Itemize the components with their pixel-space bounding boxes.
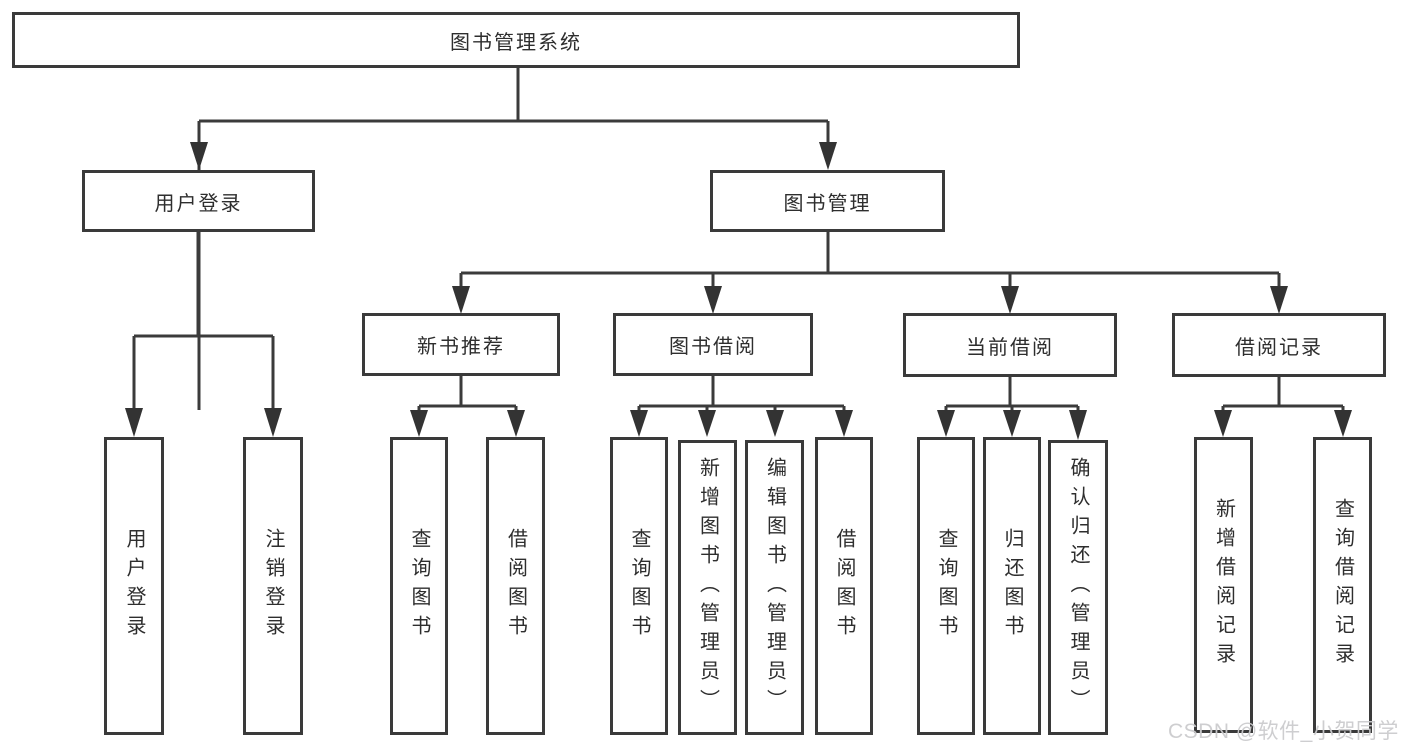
node-leaf-add-books-admin-label: 新增图书（管理员） — [696, 457, 719, 718]
node-leaf-confirm-return-admin: 确认归还（管理员） — [1048, 440, 1108, 735]
node-leaf-borrow-books-recommend: 借阅图书 — [486, 437, 545, 735]
node-leaf-return-books: 归还图书 — [983, 437, 1041, 735]
node-leaf-borrow-books-label: 借阅图书 — [833, 528, 855, 644]
node-user-login-label: 用户登录 — [154, 192, 243, 215]
connector-arrows-level2 — [190, 121, 837, 170]
connector-user-login-branch — [125, 232, 282, 437]
node-leaf-confirm-return-admin-label: 确认归还（管理员） — [1067, 457, 1089, 718]
node-current-borrow-label: 当前借阅 — [966, 336, 1054, 359]
node-new-book-recommend-label: 新书推荐 — [417, 336, 505, 358]
node-root-label: 图书管理系统 — [450, 31, 582, 54]
node-leaf-add-borrow-record-label: 新增借阅记录 — [1212, 498, 1235, 672]
node-leaf-logout: 注销登录 — [243, 437, 303, 735]
node-leaf-edit-books-admin-label: 编辑图书（管理员） — [763, 457, 786, 718]
node-current-borrow: 当前借阅 — [903, 313, 1117, 377]
node-leaf-query-books-current-label: 查询图书 — [935, 528, 957, 644]
node-leaf-edit-books-admin: 编辑图书（管理员） — [745, 440, 804, 735]
node-root-system: 图书管理系统 — [12, 12, 1020, 68]
node-leaf-query-books-borrow: 查询图书 — [610, 437, 668, 735]
node-user-login: 用户登录 — [82, 170, 315, 232]
node-leaf-query-borrow-record-label: 查询借阅记录 — [1331, 498, 1354, 672]
connector-new-book-branch — [410, 376, 525, 437]
node-book-borrow-label: 图书借阅 — [669, 336, 757, 358]
node-leaf-query-books-recommend: 查询图书 — [390, 437, 448, 735]
node-leaf-query-books-borrow-label: 查询图书 — [628, 528, 650, 644]
node-leaf-logout-label: 注销登录 — [262, 528, 284, 644]
node-book-management: 图书管理 — [710, 170, 945, 232]
node-leaf-add-books-admin: 新增图书（管理员） — [678, 440, 737, 735]
connector-borrow-records-branch — [1214, 377, 1352, 437]
node-leaf-user-login-label: 用户登录 — [123, 528, 145, 644]
node-borrow-records-label: 借阅记录 — [1235, 336, 1323, 359]
connector-current-borrow-branch — [937, 377, 1087, 440]
node-book-borrow: 图书借阅 — [613, 313, 813, 376]
node-leaf-query-books-recommend-label: 查询图书 — [408, 528, 430, 644]
node-leaf-borrow-books: 借阅图书 — [815, 437, 873, 735]
node-new-book-recommend: 新书推荐 — [362, 313, 560, 376]
node-leaf-return-books-label: 归还图书 — [1001, 528, 1023, 644]
node-borrow-records: 借阅记录 — [1172, 313, 1386, 377]
connector-book-management-branch — [452, 232, 1288, 314]
node-leaf-user-login: 用户登录 — [104, 437, 164, 735]
node-leaf-add-borrow-record: 新增借阅记录 — [1194, 437, 1253, 733]
connector-book-borrow-branch — [630, 376, 853, 437]
node-leaf-borrow-books-recommend-label: 借阅图书 — [504, 528, 527, 644]
node-leaf-query-borrow-record: 查询借阅记录 — [1313, 437, 1372, 733]
watermark: CSDN @软件_小贺同学 — [1168, 720, 1399, 743]
node-book-management-label: 图书管理 — [783, 192, 872, 215]
node-leaf-query-books-current: 查询图书 — [917, 437, 975, 735]
